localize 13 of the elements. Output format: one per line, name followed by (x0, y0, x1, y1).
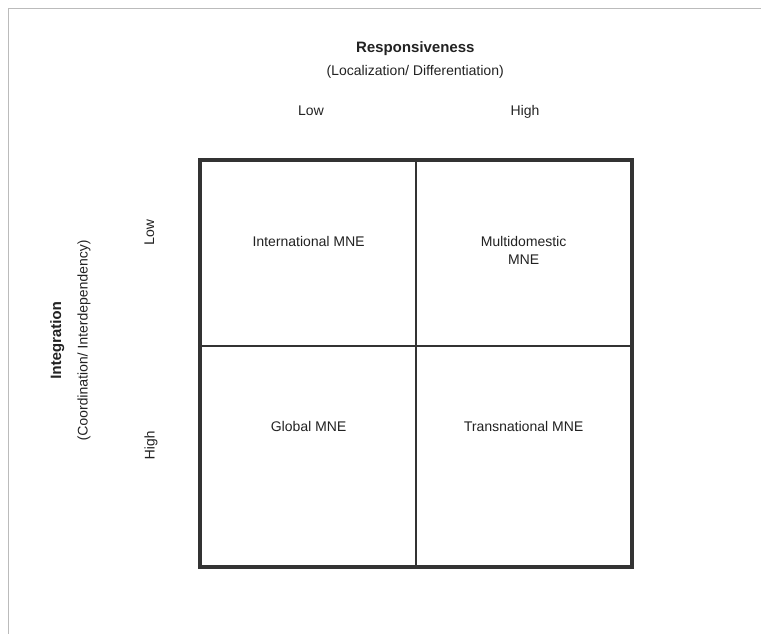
axis-title: Integration (48, 301, 66, 379)
axis-title: Responsiveness (356, 39, 474, 57)
axis-level-label: High (510, 101, 540, 119)
quadrant-label: Multidomestic MNE (480, 232, 568, 268)
quadrant-label: International MNE (251, 232, 366, 250)
axis-level-label: High (140, 430, 158, 460)
axis-subtitle: (Coordination/ Interdependency) (72, 240, 91, 440)
quadrant-label: Transnational MNE (464, 417, 584, 435)
quadrant-label: Global MNE (270, 417, 348, 435)
quadrant-cell (202, 162, 417, 347)
axis-level-label: Low (298, 101, 324, 119)
axis-level-label: Low (140, 219, 158, 245)
axis-subtitle: (Localization/ Differentiation) (326, 61, 504, 79)
